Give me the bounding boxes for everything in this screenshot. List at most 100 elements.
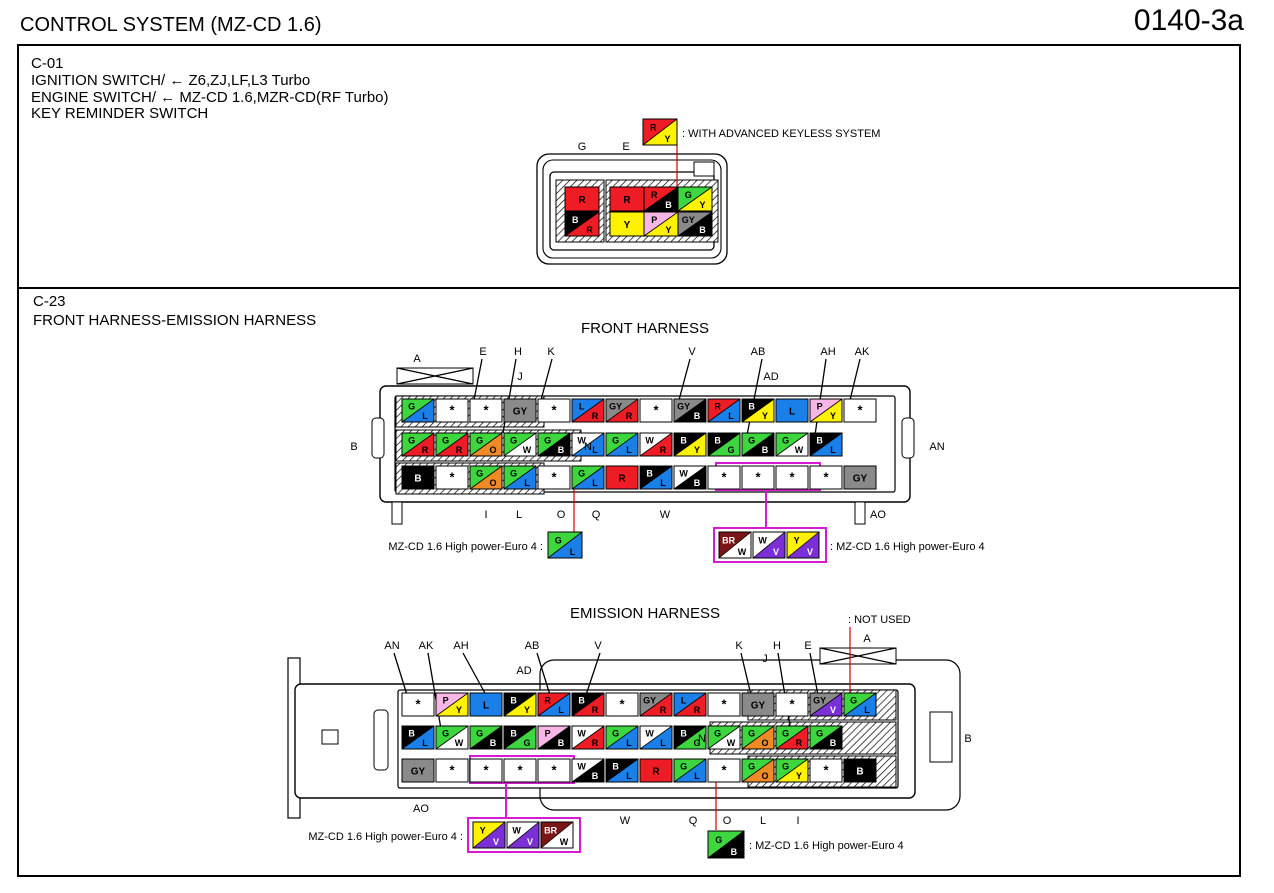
pin-code: L bbox=[789, 407, 795, 418]
c23-id: C-23 bbox=[33, 293, 66, 310]
front-pin bbox=[537, 465, 571, 490]
pin-diagonal bbox=[673, 758, 707, 783]
pin-border bbox=[775, 432, 809, 457]
pin-diagonal bbox=[741, 398, 775, 423]
pin-border bbox=[401, 432, 435, 457]
pin-diagonal bbox=[741, 758, 775, 783]
pin-diagonal bbox=[571, 465, 605, 490]
pin-code: G bbox=[442, 728, 449, 738]
pin-code: * bbox=[449, 470, 455, 485]
pin-code: * bbox=[449, 403, 455, 418]
pin-code: W bbox=[577, 728, 586, 738]
pin-code: Y bbox=[624, 220, 631, 231]
pin-diagonal bbox=[571, 758, 605, 783]
pin-code: B bbox=[699, 225, 706, 235]
pin-border bbox=[469, 465, 503, 490]
pin-cavity bbox=[843, 398, 877, 423]
pin-border bbox=[707, 398, 741, 423]
pin-code: G bbox=[442, 435, 449, 445]
front-top-label: A bbox=[413, 353, 421, 365]
pin-diagonal bbox=[639, 432, 673, 457]
front-pin bbox=[605, 398, 639, 423]
pin-diagonal bbox=[537, 725, 571, 750]
page-title: CONTROL SYSTEM (MZ-CD 1.6) bbox=[20, 14, 322, 36]
pin-border bbox=[718, 531, 752, 559]
pin-code: L bbox=[728, 411, 734, 421]
emission-leader bbox=[585, 652, 601, 696]
front-pin bbox=[741, 398, 775, 423]
emission-pin bbox=[707, 692, 741, 717]
pin-border bbox=[469, 432, 503, 457]
pin-code: G bbox=[524, 738, 531, 748]
pin-code: B bbox=[558, 445, 565, 455]
pin-diagonal bbox=[809, 398, 843, 423]
pin-code: Y bbox=[524, 705, 530, 715]
pin-diagonal bbox=[503, 725, 537, 750]
pin-code: L bbox=[483, 701, 489, 712]
emission-pin bbox=[639, 758, 673, 783]
pin-code: G bbox=[714, 728, 721, 738]
emission-top-label: AH bbox=[453, 640, 468, 652]
pin-code: G bbox=[612, 728, 619, 738]
pin-diagonal bbox=[506, 821, 540, 849]
pin-code: L bbox=[579, 401, 585, 411]
pin-code: P bbox=[651, 215, 657, 225]
pin-cavity bbox=[741, 465, 775, 490]
pin-diagonal bbox=[469, 432, 503, 457]
pin-border bbox=[537, 725, 571, 750]
pin-diagonal bbox=[643, 211, 679, 237]
emission-pin bbox=[571, 725, 605, 750]
pin-border bbox=[639, 692, 673, 717]
front-pin bbox=[707, 432, 741, 457]
front-pin bbox=[503, 432, 537, 457]
pin-diagonal bbox=[707, 830, 745, 859]
pin-code: * bbox=[721, 763, 727, 778]
emission-pin bbox=[639, 725, 673, 750]
front-top-label: AB bbox=[751, 346, 766, 358]
pin-border bbox=[605, 758, 639, 783]
emission-pin bbox=[435, 692, 469, 717]
pin-diagonal bbox=[639, 692, 673, 717]
pin-diagonal bbox=[718, 531, 752, 559]
front-top-label: V bbox=[688, 346, 696, 358]
front-pin bbox=[639, 432, 673, 457]
emission-leader bbox=[740, 652, 752, 696]
pin-code: * bbox=[483, 763, 489, 778]
pin-code: B bbox=[680, 728, 687, 738]
emission-pin bbox=[809, 725, 843, 750]
pin-border bbox=[673, 758, 707, 783]
front-bottom-label: L bbox=[516, 509, 522, 521]
pin-code: R bbox=[694, 705, 701, 715]
pin-code: L bbox=[830, 445, 836, 455]
front-callout-pin bbox=[786, 531, 820, 559]
front-pin bbox=[775, 398, 809, 423]
emission-bottom-label: O bbox=[723, 815, 732, 827]
pin-code: R bbox=[651, 190, 658, 200]
pin-code: V bbox=[527, 837, 533, 847]
emission-pin bbox=[673, 725, 707, 750]
pin-cavity bbox=[775, 398, 809, 423]
pin-code: G bbox=[578, 468, 585, 478]
pin-cavity bbox=[843, 465, 877, 490]
pin-diagonal bbox=[786, 531, 820, 559]
pin-code: G bbox=[850, 695, 857, 705]
emission-top-label: H bbox=[773, 640, 781, 652]
emission-pin bbox=[673, 758, 707, 783]
front-pin bbox=[707, 398, 741, 423]
pin-diagonal bbox=[707, 725, 741, 750]
emission-top-label: V bbox=[594, 640, 602, 652]
pin-code: B bbox=[731, 847, 738, 857]
pin-diagonal bbox=[564, 211, 600, 237]
emission-top-label: AB bbox=[525, 640, 540, 652]
pin-code: * bbox=[619, 697, 625, 712]
c01-note-text: : WITH ADVANCED KEYLESS SYSTEM bbox=[682, 128, 880, 140]
pin-border bbox=[741, 432, 775, 457]
pin-code: Y bbox=[762, 411, 768, 421]
pin-diagonal bbox=[843, 692, 877, 717]
pin-border bbox=[571, 432, 605, 457]
c01-pin bbox=[609, 211, 645, 237]
front-top-label: AD bbox=[763, 371, 778, 383]
pin-code: O bbox=[490, 478, 497, 488]
emission-pin bbox=[707, 758, 741, 783]
pin-diagonal bbox=[809, 725, 843, 750]
